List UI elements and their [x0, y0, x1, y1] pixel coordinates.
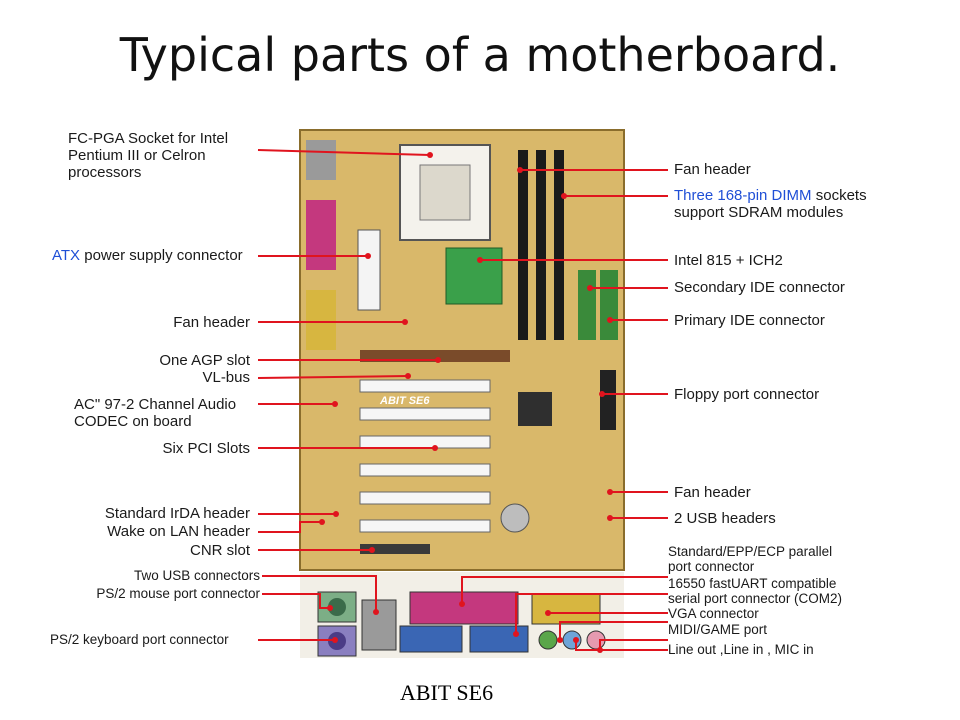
figure-caption: ABIT SE6 [400, 680, 494, 705]
label-pci-slots: Six PCI Slots [162, 440, 250, 457]
label-dimm: Three 168-pin DIMM sockets support SDRAM… [674, 187, 867, 221]
label-fan-header-bottom: Fan header [674, 484, 751, 501]
label-primary-ide: Primary IDE connector [674, 312, 825, 329]
label-fan-header-top: Fan header [674, 161, 751, 178]
label-parallel-port: Standard/EPP/ECP parallel port connector [668, 544, 833, 574]
label-secondary-ide: Secondary IDE connector [674, 279, 845, 296]
label-midi-game: MIDI/GAME port [668, 622, 768, 637]
label-irda: Standard IrDA header [104, 505, 250, 522]
label-vl-bus: VL-bus [202, 369, 250, 386]
label-cnr: CNR slot [189, 542, 250, 559]
label-floppy: Floppy port connector [674, 386, 820, 403]
label-serial-port: 16550 fastUART compatible serial port co… [668, 576, 843, 606]
label-two-usb: Two USB connectors [133, 568, 260, 583]
label-fcpga-socket: FC-PGA Socket for Intel Pentium III or C… [68, 130, 229, 181]
label-agp-slot: One AGP slot [159, 352, 250, 369]
page-title: Typical parts of a motherboard. [119, 28, 841, 82]
board-name: ABIT SE6 [379, 395, 430, 407]
label-ps2-mouse: PS/2 mouse port connector [96, 586, 260, 601]
label-fan-header-left: Fan header [173, 314, 250, 331]
label-wol: Wake on LAN header [107, 523, 250, 540]
label-vga: VGA connector [668, 606, 759, 621]
label-audio-jacks: Line out ,Line in , MIC in [668, 642, 814, 657]
label-atx-power: ATX power supply connector [52, 247, 243, 264]
label-ps2-keyboard: PS/2 keyboard port connector [50, 632, 229, 647]
label-intel-chipset: Intel 815 + ICH2 [674, 252, 783, 269]
label-ac97: AC" 97-2 Channel Audio CODEC on board [74, 396, 237, 430]
label-usb-headers: 2 USB headers [674, 510, 776, 527]
pointer-dots [319, 152, 613, 653]
pointer-lines [257, 149, 668, 651]
motherboard-image: ABIT SE6 [299, 129, 625, 658]
